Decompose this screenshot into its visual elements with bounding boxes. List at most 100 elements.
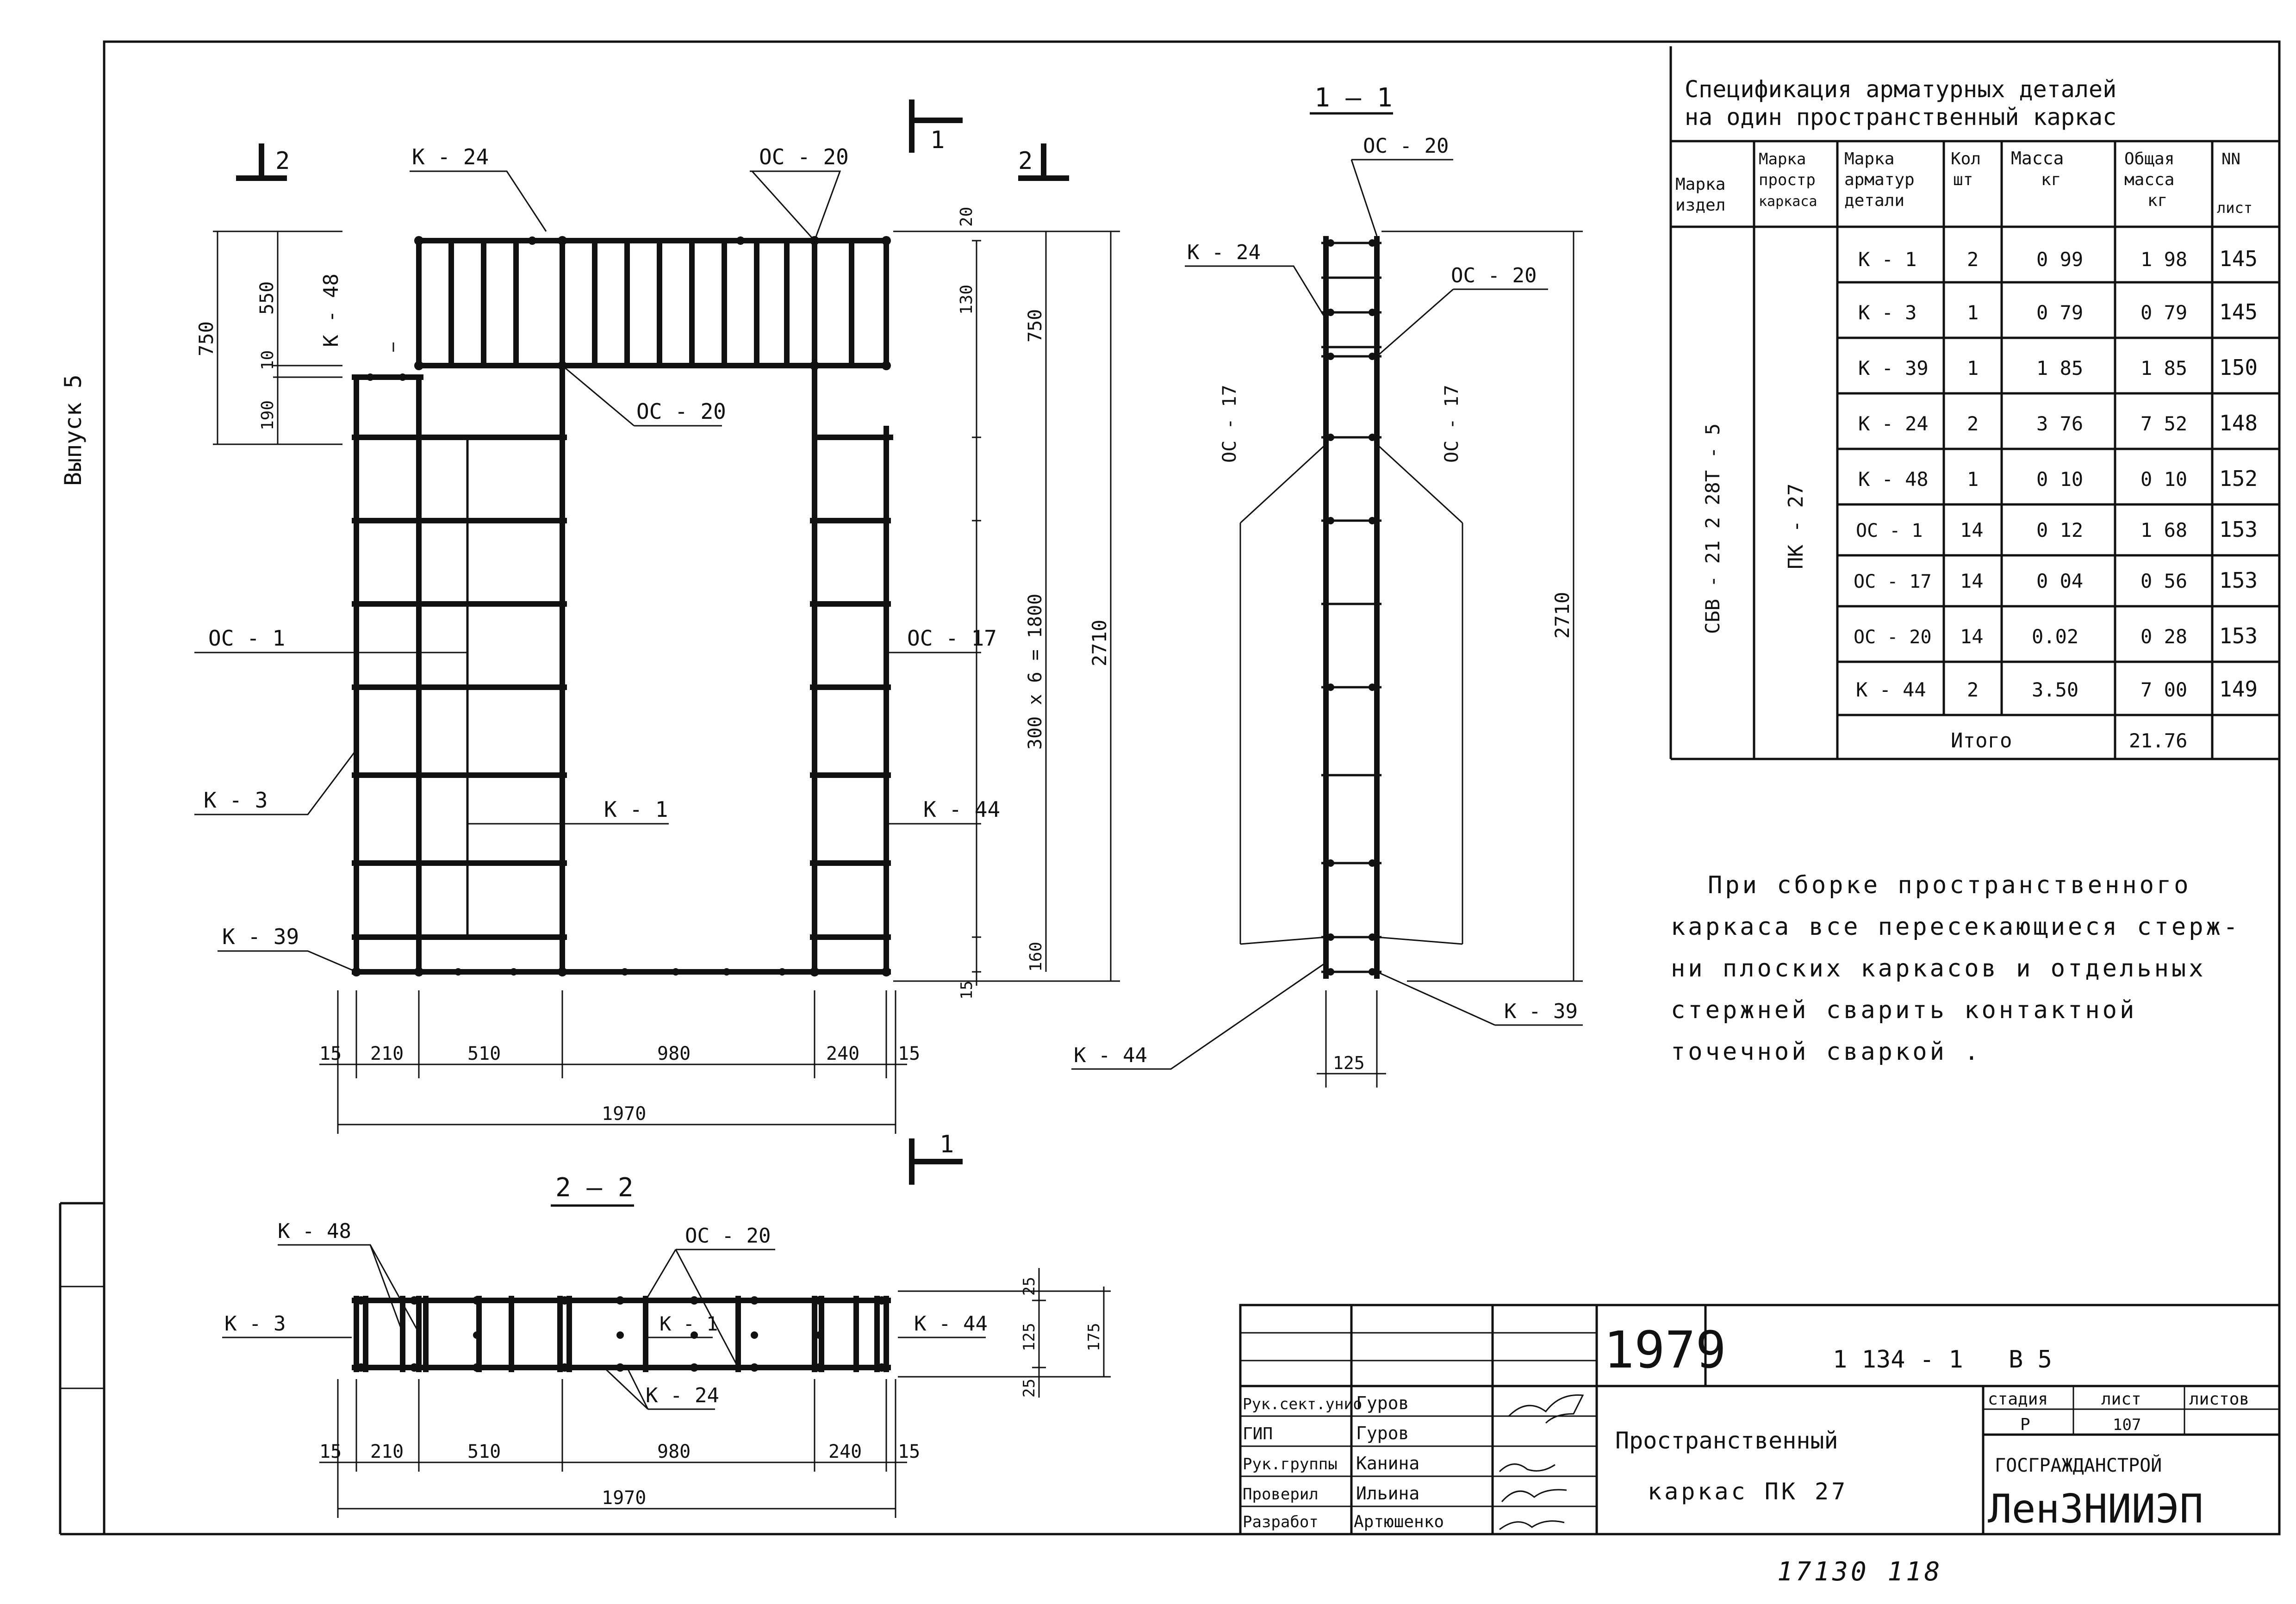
s22-dim-bottom-2: 510 [467, 1441, 501, 1462]
s22-dim-bottom-4: 240 [828, 1441, 862, 1462]
s22-label-k24: К - 24 [646, 1384, 719, 1407]
tb-signatures [1499, 1394, 1584, 1530]
spec-row-2-qty: 1 [1967, 357, 1979, 379]
spec-row-3-part: К - 24 [1858, 412, 1929, 435]
spec-header-mark-l2: издел [1675, 196, 1725, 215]
spec-header-part-l2: арматур [1844, 170, 1915, 189]
dim-left-550: 550 [256, 281, 278, 315]
section2-marker-left: 2 [275, 147, 290, 175]
spec-header-sheet-l2: лист [2217, 199, 2252, 217]
spec-row-6-sheet: 153 [2219, 568, 2258, 593]
spec-row-2-part: К - 39 [1858, 357, 1929, 379]
label-k3: К - 3 [204, 788, 268, 813]
spec-row-8-qty: 2 [1967, 678, 1979, 701]
spec-header-sheet-l1: NN [2221, 150, 2240, 168]
label-k24: К - 24 [412, 144, 489, 169]
label-k48: К - 48 [319, 274, 343, 347]
tb-name-2: Канина [1356, 1453, 1419, 1473]
tb-code: 1 134 - 1 [1833, 1346, 1963, 1374]
spec-header-frame-l3: каркаса [1759, 193, 1817, 210]
spec-row-3-mass: 3 76 [2036, 412, 2083, 435]
tb-sheet: 107 [2113, 1416, 2141, 1434]
spec-row-7-mass: 0.02 [2032, 625, 2078, 648]
assembly-note: При сборке пространственного каркаса все… [1671, 871, 2238, 1066]
s11-label-k39: К - 39 [1504, 1000, 1578, 1023]
tb-org-line1: ГОСГРАЖДАНСТРОЙ [1995, 1454, 2162, 1476]
s22-dim-25-bottom: 25 [1020, 1379, 1039, 1398]
spec-row-2-mass: 1 85 [2036, 357, 2083, 379]
spec-row-5-part: ОС - 1 [1856, 520, 1923, 541]
dim-right-750: 750 [1025, 309, 1046, 342]
tb-role-1: ГИП [1243, 1424, 1273, 1443]
spec-title-line1: Спецификация арматурных деталей [1685, 76, 2116, 103]
spec-row-5-sheet: 153 [2219, 517, 2258, 542]
label-oc1: ОС - 1 [208, 626, 285, 651]
spec-row-1-qty: 1 [1967, 301, 1979, 324]
spec-row-3-qty: 2 [1967, 412, 1979, 435]
section1-marker-top: 1 [930, 126, 945, 154]
tb-issue: В 5 [2009, 1346, 2052, 1374]
label-k1: К - 1 [604, 797, 668, 822]
tb-role-3: Проверил [1243, 1485, 1319, 1504]
label-oc20-mid: ОС - 20 [636, 399, 726, 424]
spec-row-8-part: К - 44 [1856, 678, 1926, 701]
spec-row-0-mass: 0 99 [2036, 248, 2083, 271]
spec-header-total-l1: Общая [2124, 149, 2174, 168]
tb-sheet-header: лист [2101, 1390, 2141, 1409]
label-k39: К - 39 [222, 924, 299, 949]
s11-label-k44: К - 44 [1074, 1044, 1147, 1067]
spec-row-6-qty: 14 [1960, 570, 1984, 592]
s22-dim-total-width: 1970 [602, 1487, 646, 1509]
spec-row-3-total: 7 52 [2140, 412, 2187, 435]
spec-row-7-part: ОС - 20 [1854, 627, 1932, 648]
spec-header-mass-l2: кг [2041, 170, 2061, 189]
tb-org-line2: ЛенЗНИИЭП [1988, 1486, 2203, 1532]
s22-dim-175: 175 [1085, 1323, 1103, 1351]
footer-number: 17130 118 [1777, 1557, 1942, 1587]
dim-bottom-4: 240 [826, 1043, 859, 1064]
spec-header-mass-l1: Масса [2011, 148, 2064, 168]
note-line-2: ни плоских каркасов и отдельных [1671, 955, 2206, 982]
dim-total-height: 2710 [1088, 620, 1111, 666]
spec-total-value: 21.76 [2129, 729, 2187, 752]
dim-left-10: 10 [258, 350, 277, 370]
dim-bottom-1: 210 [370, 1043, 404, 1064]
dim-left-750: 750 [195, 321, 218, 356]
tb-stage: Р [2020, 1415, 2030, 1434]
note-line-3: стержней сварить контактной [1671, 996, 2137, 1024]
spec-row-8-total: 7 00 [2140, 678, 2187, 701]
spec-header-part-l3: детали [1844, 191, 1904, 210]
spec-header-frame-l1: Марка [1759, 150, 1806, 168]
s22-label-k1: К - 1 [660, 1312, 718, 1335]
spec-row-1-total: 0 79 [2140, 301, 2187, 324]
spec-header-total-l2: масса [2124, 170, 2174, 189]
spec-header-frame-l2: простр [1759, 171, 1816, 189]
note-line-4: точечной сваркой . [1671, 1038, 1982, 1066]
title-block: 1979 1 134 - 1 В 5 Рук.сект.унио ГИП Рук… [1239, 1304, 2281, 1536]
spec-row-4-part: К - 48 [1858, 468, 1929, 491]
spec-row-1-mass: 0 79 [2036, 301, 2083, 324]
spec-row-1-part: К - 3 [1858, 301, 1916, 324]
s22-dim-bottom-1: 210 [370, 1441, 404, 1462]
s11-label-oc17-left: ОС - 17 [1219, 385, 1240, 463]
spec-row-0-sheet: 145 [2219, 246, 2258, 271]
spec-table: Спецификация арматурных деталей на один … [1669, 46, 2279, 760]
spec-row-4-total: 0 10 [2140, 468, 2187, 491]
s22-dim-25-top: 25 [1020, 1277, 1039, 1296]
spec-row-5-qty: 14 [1960, 519, 1984, 541]
spec-row-4-mass: 0 10 [2036, 468, 2083, 491]
spec-header-qty-l1: Кол [1951, 149, 1981, 168]
s11-label-oc17-right: ОС - 17 [1441, 385, 1462, 463]
spec-total-label: Итого [1951, 729, 2012, 752]
tb-name-3: Ильина [1356, 1483, 1419, 1504]
section-2-2-title: 2 — 2 [555, 1173, 634, 1203]
spec-row-6-mass: 0 04 [2036, 570, 2083, 592]
spec-rows: К - 1 2 0 99 1 98 145 К - 3 1 0 79 0 79 … [1854, 246, 2258, 702]
dim-bottom-15: 15 [958, 981, 976, 1000]
s11-dim-width: 125 [1333, 1053, 1365, 1073]
spec-row-6-total: 0 56 [2140, 570, 2187, 592]
label-k44: К - 44 [923, 797, 1000, 822]
s22-label-k44: К - 44 [914, 1312, 988, 1336]
elevation-view: 2 2 1 1 К - 24 ОС - 20 ОС - 20 К - 48 ОС… [194, 99, 1120, 1185]
spec-product-mark: СБВ - 21 2 28Т - 5 [1701, 423, 1724, 634]
